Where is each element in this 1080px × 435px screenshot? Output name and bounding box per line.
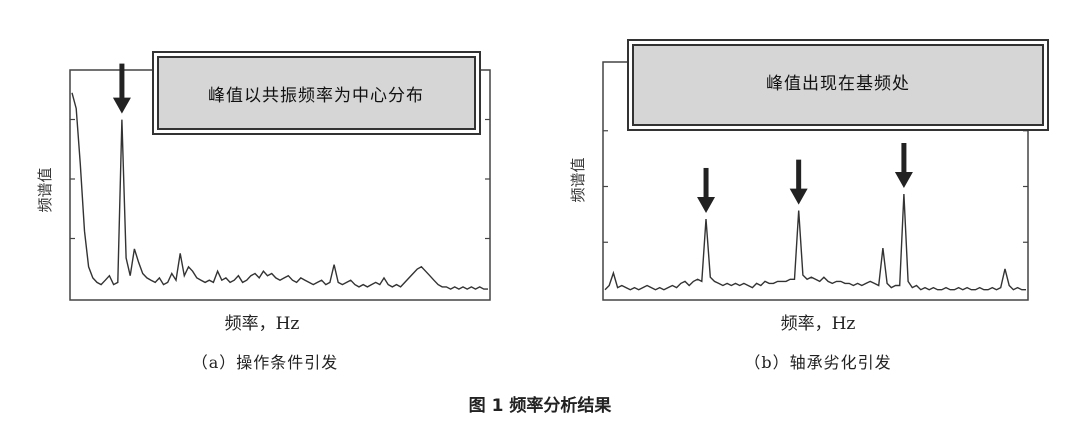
panel-b-peak-arrow-0	[697, 167, 716, 213]
figure-title: 图 1 频率分析结果	[469, 395, 612, 416]
panel-b-subcaption: （b）轴承劣化引发	[744, 353, 891, 372]
panel-a-spectrum-line	[71, 92, 488, 290]
panel-a-peak-arrow-0	[112, 63, 131, 114]
panel-b-ylabel: 频谱值	[569, 157, 587, 202]
panel-b-annotation: 峰值出现在基频处	[766, 74, 910, 94]
panel-b: 峰值出现在基频处 频谱值 频率，Hz （b）轴承劣化引发	[569, 39, 1049, 372]
panel-a-xlabel: 频率，Hz	[225, 314, 300, 334]
panel-b-spectrum-line	[604, 193, 1026, 291]
panel-a-subcaption: （a）操作条件引发	[192, 353, 339, 372]
panel-a-arrows	[112, 63, 131, 114]
panel-b-arrows	[697, 143, 913, 213]
panel-a: 峰值以共振频率为中心分布 频谱值 频率，Hz （a）操作条件引发	[36, 51, 491, 372]
panel-b-peak-arrow-2	[894, 143, 913, 188]
panel-a-ylabel: 频谱值	[36, 167, 54, 212]
panel-b-callout: 峰值出现在基频处	[627, 39, 1049, 131]
panel-a-ticks	[70, 118, 490, 240]
panel-b-ticks	[603, 130, 1028, 243]
panel-b-peak-arrow-1	[789, 159, 808, 205]
panel-a-callout: 峰值以共振频率为中心分布	[152, 51, 481, 135]
panel-b-xlabel: 频率，Hz	[781, 314, 856, 334]
panel-a-annotation: 峰值以共振频率为中心分布	[208, 86, 424, 106]
